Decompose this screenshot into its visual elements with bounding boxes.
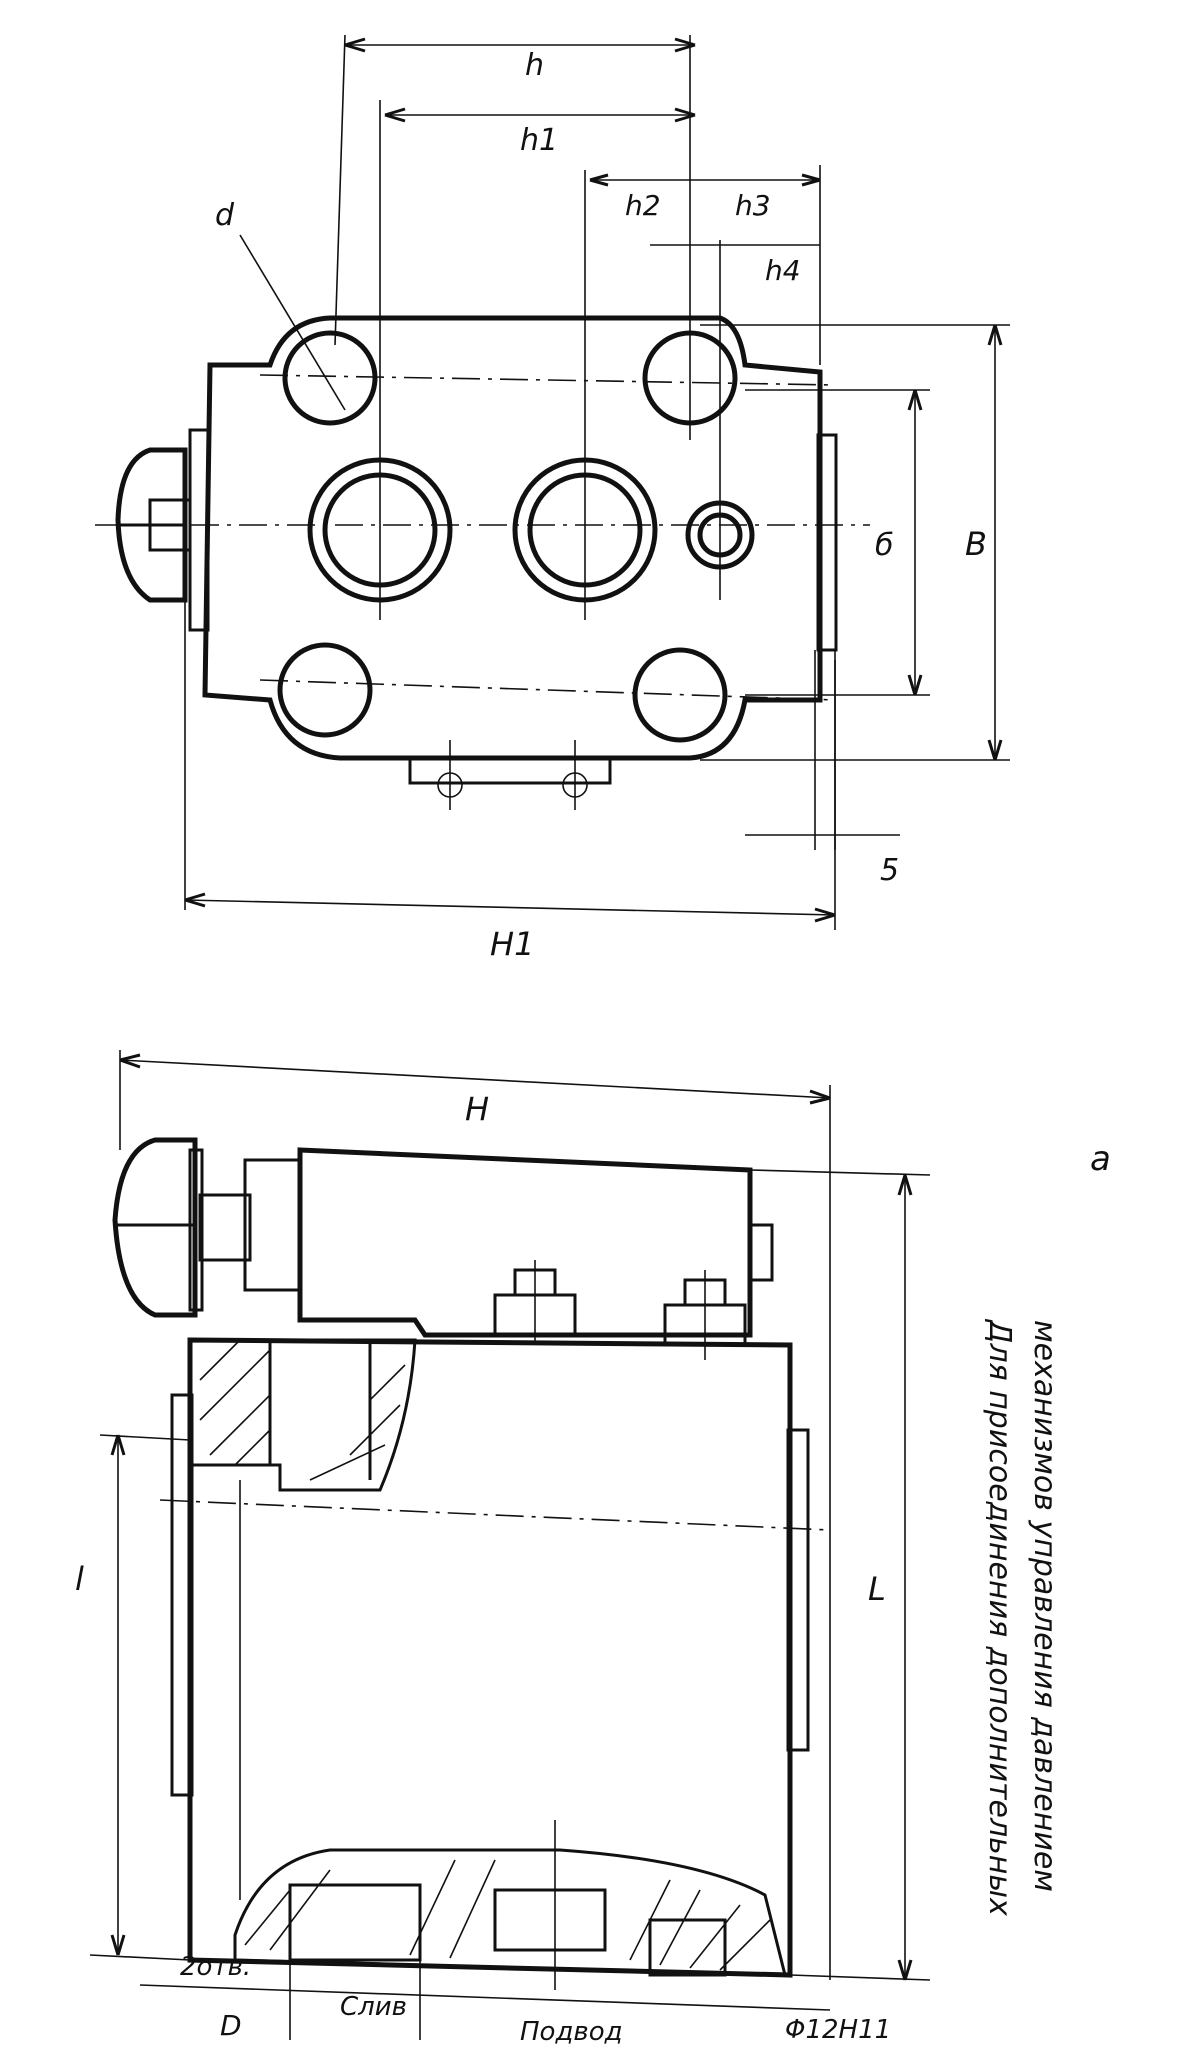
- dim-h-label: h: [525, 48, 544, 83]
- upper-housing: [297, 1147, 753, 1338]
- dim-B-label: B: [965, 525, 987, 563]
- dim-D-label: D: [220, 2009, 242, 2042]
- dim-H-label: H: [465, 1090, 489, 1128]
- right-plate: [816, 433, 838, 652]
- dim-h3-label: h3: [735, 189, 771, 222]
- valve-body-outline: [202, 315, 823, 761]
- caption-line-2: механизмов управления давлением: [1027, 1320, 1062, 1892]
- dim-5-label: 5: [880, 853, 899, 888]
- dim-d-label: d: [215, 198, 235, 233]
- subfigure-label: а: [1090, 1139, 1111, 1179]
- dim-b-small-label: б: [875, 528, 894, 563]
- dim-L-label: L: [868, 1570, 886, 1608]
- port-drain-label: Слив: [340, 1992, 407, 2022]
- side-knob-flange: [188, 1148, 204, 1312]
- mount-hole-top-left: [282, 330, 378, 426]
- bottom-lug: [408, 756, 612, 785]
- dim-l-label: l: [75, 1560, 84, 1598]
- dim-phi-label: Φ12H11: [785, 2015, 891, 2045]
- side-knob: [112, 1137, 198, 1318]
- section-hatch-top: [188, 1338, 417, 1492]
- dim-h1-label: h1: [520, 123, 558, 158]
- side-view: H: [75, 1050, 1111, 2047]
- dim-H1-label: H1: [490, 925, 534, 963]
- side-right-plate: [786, 1428, 810, 1752]
- lower-body: [187, 1337, 793, 1978]
- top-view: h h1 h2 h3 h4 d б B 5: [95, 34, 1010, 963]
- side-stem: [198, 1193, 252, 1262]
- port-supply-label: Подвод: [520, 2017, 623, 2047]
- side-locknut: [243, 1158, 302, 1292]
- caption-line-1: Для присоединения дополнительных: [982, 1318, 1017, 1916]
- dim-h2-label: h2: [625, 189, 661, 222]
- mount-hole-bottom-left: [277, 642, 373, 738]
- section-hatch-bottom: [233, 1848, 787, 1977]
- mount-hole-bottom-right: [632, 647, 728, 743]
- dim-2holes-label: 2отв.: [180, 1952, 251, 1982]
- side-left-plate: [170, 1393, 194, 1797]
- side-pin: [748, 1223, 774, 1282]
- dim-h4-label: h4: [765, 254, 801, 287]
